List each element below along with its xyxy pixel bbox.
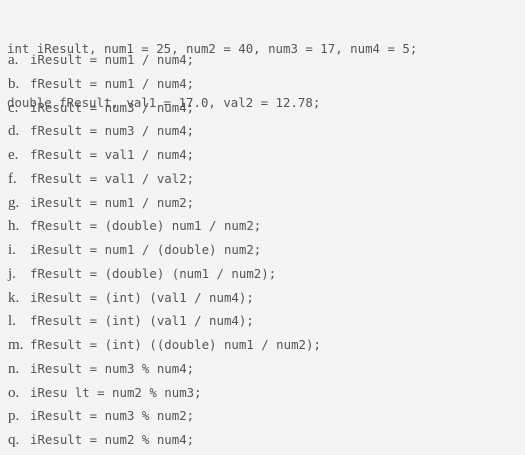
exercise-code: iResult = num3 / num4; [30, 99, 195, 115]
exercise-letter: c. [8, 99, 19, 116]
exercise-code: fResult = num3 / num4; [30, 123, 195, 139]
exercise-item-q: q. iResult = num2 % num4; [8, 431, 525, 455]
exercise-letter: n. [8, 360, 20, 377]
exercise-item-l: l. fResult = (int) (val1 / num4); [8, 312, 525, 336]
exercise-item-f: f. fResult = val1 / val2; [8, 170, 525, 194]
exercise-item-o: o. iResu lt = num2 % num3; [8, 384, 525, 408]
exercise-letter: l. [8, 313, 16, 330]
exercise-code: fResult = (double) num1 / num2; [30, 218, 262, 234]
exercise-letter: m. [8, 337, 24, 353]
exercise-item-k: k. iResult = (int) (val1 / num4); [8, 289, 525, 313]
double-declaration-line: double fResult, val1 = 17.0, val2 = 12.7… [7, 95, 321, 110]
exercise-code: iResult = num2 % num4; [30, 432, 195, 447]
int-declaration-line: int iResult, num1 = 25, num2 = 40, num3 … [7, 41, 418, 56]
exercise-letter: e. [8, 147, 19, 163]
exercise-item-i: i. iResult = num1 / (double) num2; [8, 241, 525, 265]
exercise-code: fResult = val1 / val2; [30, 170, 195, 186]
exercise-list: a. iResult = num1 / num4; b. fResult = num… [8, 51, 525, 455]
exercise-item-a: a. iResult = num1 / num4; [8, 51, 525, 75]
exercise-item-j: j. fResult = (double) (num1 / num2); [8, 265, 525, 289]
exercise-letter: g. [8, 194, 20, 211]
exercise-code: iResult = num1 / (double) num2; [30, 242, 262, 257]
exercise-letter: h. [8, 218, 20, 235]
exercise-code: fResult = num1 / num4; [30, 75, 195, 91]
exercise-letter: k. [8, 289, 20, 306]
exercise-letter: o. [8, 384, 20, 401]
exercise-item-m: m. fResult = (int) ((double) num1 / num2)… [8, 336, 525, 360]
exercise-item-p: p. iResult = num3 % num2; [8, 407, 525, 431]
exercise-letter: q. [8, 432, 20, 448]
exercise-item-n: n. iResult = num3 % num4; [8, 360, 525, 384]
exercise-code: iResult = num1 / num4; [30, 52, 195, 67]
exercise-code: iResult = num3 % num2; [30, 408, 195, 424]
variable-declarations: int iResult, num1 = 25, num2 = 40, num3 … [7, 4, 417, 130]
exercise-item-c: c. iResult = num3 / num4; [8, 99, 525, 123]
exercise-letter: a. [8, 52, 19, 68]
exercise-item-h: h. fResult = (double) num1 / num2; [8, 217, 525, 241]
exercise-item-b: b. fResult = num1 / num4; [8, 75, 525, 99]
exercise-code: fResult = val1 / num4; [30, 147, 195, 162]
exercise-code: fResult = (int) ((double) num1 / num2); [30, 337, 321, 352]
exercise-code: fResult = (double) (num1 / num2); [30, 265, 277, 281]
exercise-item-g: g. iResult = num1 / num2; [8, 194, 525, 218]
exercise-letter: b. [8, 75, 20, 92]
exercise-letter: f. [8, 170, 17, 187]
exercise-letter: j. [8, 265, 16, 282]
exercise-code: fResult = (int) (val1 / num4); [30, 313, 254, 329]
exercise-item-d: d. fResult = num3 / num4; [8, 122, 525, 146]
exercise-item-e: e. fResult = val1 / num4; [8, 146, 525, 170]
exercise-code: iResult = (int) (val1 / num4); [30, 289, 254, 305]
exercise-letter: p. [8, 408, 20, 425]
exercise-code: iResult = num1 / num2; [30, 194, 195, 210]
exercise-code: iResult = num3 % num4; [30, 360, 195, 376]
exercise-letter: d. [8, 123, 20, 140]
exercise-code: iResu lt = num2 % num3; [30, 384, 202, 400]
exercise-letter: i. [8, 242, 16, 258]
